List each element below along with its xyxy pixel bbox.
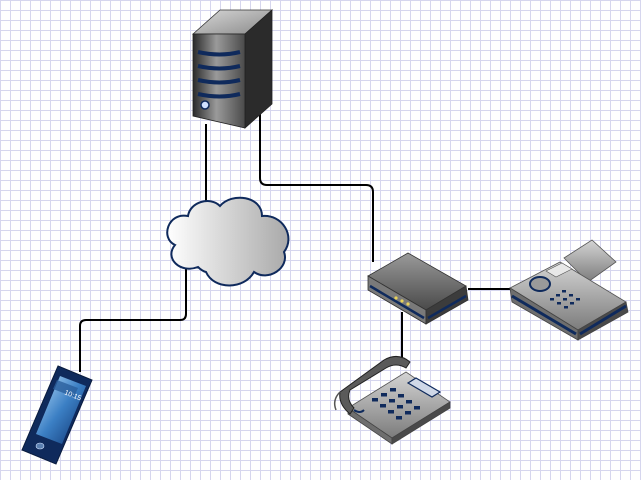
edge-cloud-smartphone (79, 268, 187, 372)
server-icon (191, 9, 274, 129)
cloud-icon (166, 196, 290, 287)
desk-phone-icon (333, 356, 451, 445)
smartphone-icon: 10:15 (21, 365, 93, 465)
connectors (79, 112, 512, 372)
edge-server-router (259, 112, 374, 262)
router-icon (367, 252, 469, 325)
fax-machine-icon (509, 239, 629, 341)
